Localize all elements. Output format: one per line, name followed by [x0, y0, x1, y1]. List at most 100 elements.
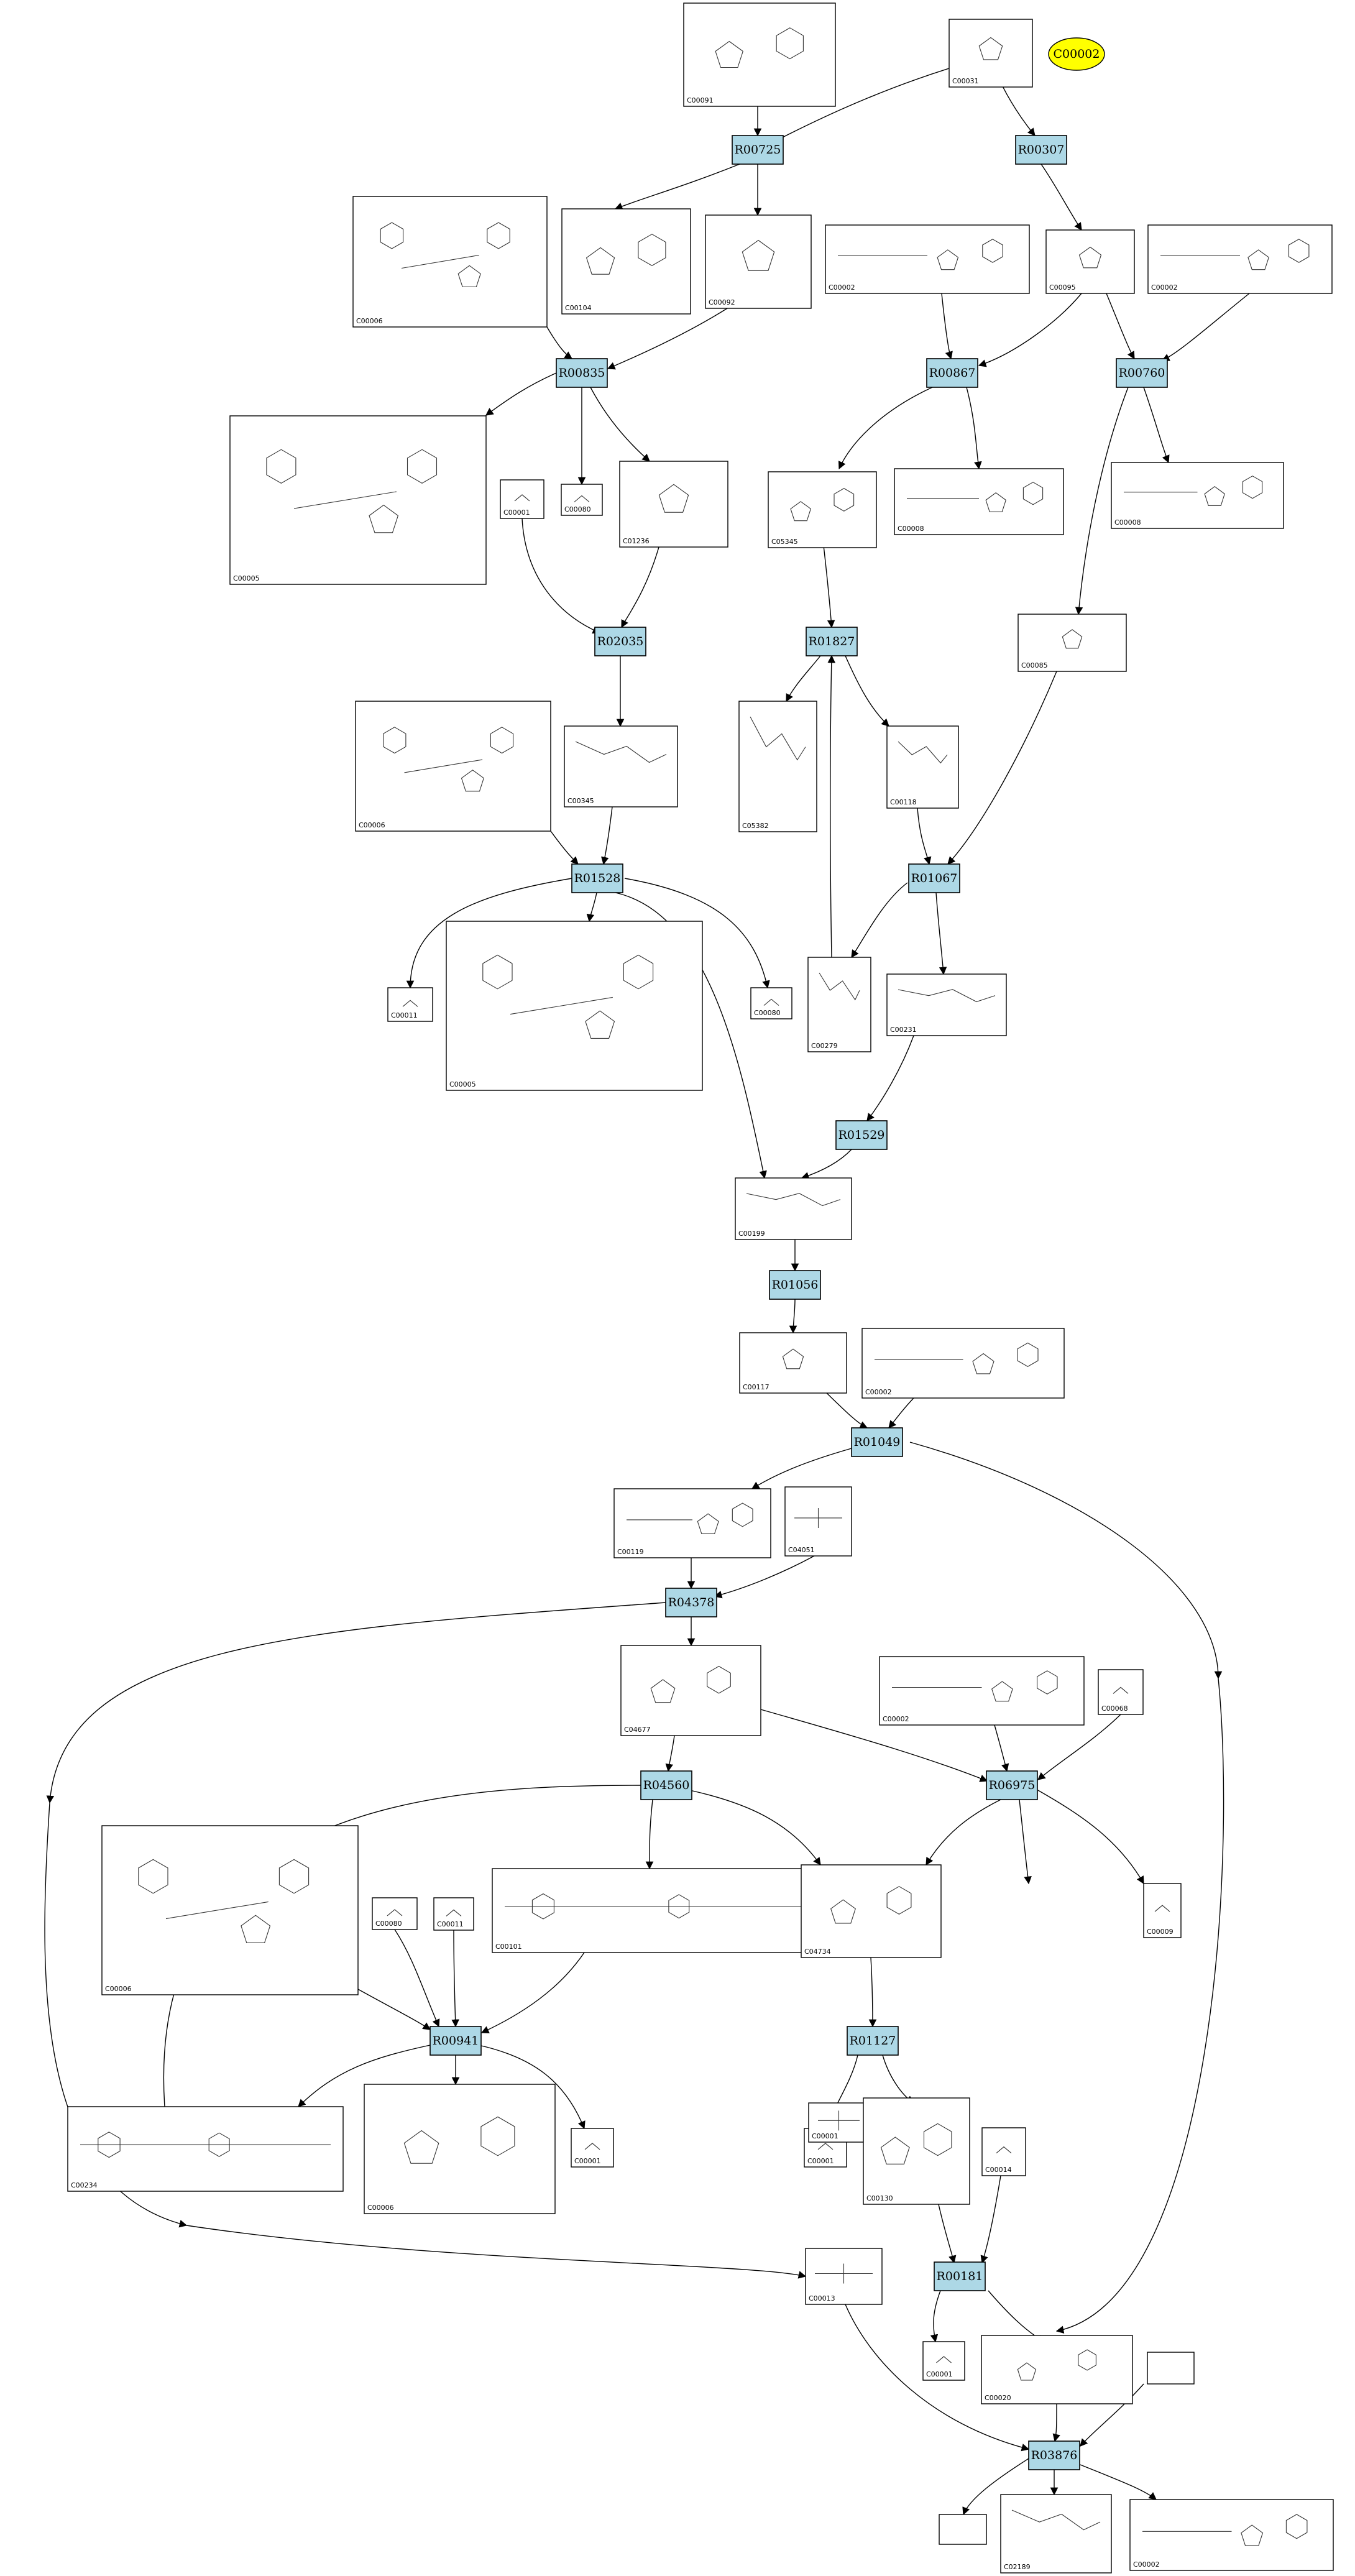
compound-box[interactable]: [705, 214, 812, 309]
compound-node[interactable]: C00009: [1143, 1883, 1182, 1938]
compound-node[interactable]: C00234: [67, 2106, 344, 2192]
reaction-node[interactable]: R01127: [847, 2026, 899, 2056]
compound-node[interactable]: C00117: [739, 1332, 847, 1394]
compound-box[interactable]: [981, 2335, 1133, 2404]
compound-node[interactable]: C00231: [886, 973, 1007, 1036]
compound-node[interactable]: C00020: [981, 2335, 1133, 2404]
reaction-box[interactable]: [429, 2026, 482, 2056]
compound-box[interactable]: [355, 701, 551, 832]
compound-box[interactable]: [571, 2128, 614, 2168]
compound-node[interactable]: C00091: [683, 2, 836, 107]
compound-box[interactable]: [894, 468, 1064, 535]
reaction-node[interactable]: R00181: [934, 2261, 986, 2291]
compound-node[interactable]: C00008: [894, 468, 1064, 535]
compound-box[interactable]: [500, 479, 544, 519]
compound-box[interactable]: [67, 2106, 344, 2192]
highlight-node[interactable]: C00002: [1048, 37, 1105, 71]
compound-node[interactable]: C00118: [886, 725, 959, 809]
compound-box[interactable]: [561, 484, 603, 516]
reaction-box[interactable]: [934, 2261, 986, 2291]
compound-box[interactable]: [886, 973, 1007, 1036]
reaction-box[interactable]: [1015, 135, 1067, 165]
reaction-box[interactable]: [571, 863, 623, 893]
reaction-box[interactable]: [556, 358, 608, 388]
compound-box[interactable]: [807, 957, 871, 1052]
compound-node[interactable]: C00095: [1045, 229, 1135, 294]
compound-node[interactable]: C00279: [807, 957, 871, 1052]
compound-box[interactable]: [433, 1897, 474, 1931]
compound-node[interactable]: C01236: [619, 461, 728, 548]
compound-box[interactable]: [750, 987, 792, 1019]
compound-box[interactable]: [939, 2514, 987, 2545]
reaction-node[interactable]: R01049: [851, 1427, 903, 1457]
reaction-node[interactable]: R04560: [640, 1770, 692, 1800]
compound-box[interactable]: [620, 1645, 761, 1736]
compound-node[interactable]: C00008: [1111, 462, 1284, 529]
compound-node[interactable]: C00002: [1129, 2499, 1334, 2571]
compound-node[interactable]: C00002: [1147, 224, 1333, 294]
compound-box[interactable]: [492, 1868, 832, 1953]
compound-node[interactable]: C00002: [861, 1328, 1065, 1399]
highlight-ellipse[interactable]: [1048, 37, 1105, 71]
reaction-node[interactable]: R00760: [1116, 358, 1168, 388]
compound-node[interactable]: C00013: [805, 2248, 883, 2305]
compound-node[interactable]: C00130: [863, 2097, 970, 2205]
compound-box[interactable]: [879, 1656, 1085, 1726]
reaction-box[interactable]: [769, 1270, 821, 1300]
compound-box[interactable]: [738, 701, 817, 832]
compound-node[interactable]: C00080: [372, 1897, 418, 1930]
compound-box[interactable]: [739, 1332, 847, 1394]
compound-node[interactable]: C00001: [500, 479, 544, 519]
compound-node[interactable]: C05345: [768, 471, 877, 548]
reaction-node[interactable]: R02035: [594, 627, 646, 656]
compound-node[interactable]: C00080: [561, 484, 603, 516]
compound-node[interactable]: C00092: [705, 214, 812, 309]
compound-node[interactable]: C00006: [364, 2084, 556, 2214]
reaction-node[interactable]: R01529: [835, 1120, 888, 1150]
compound-node[interactable]: C00068: [1098, 1669, 1144, 1715]
compound-node[interactable]: C00199: [735, 1177, 852, 1240]
compound-box[interactable]: [1017, 614, 1127, 672]
compound-box[interactable]: [387, 987, 433, 1022]
compound-box[interactable]: [863, 2097, 970, 2205]
compound-box[interactable]: [561, 208, 691, 315]
compound-box[interactable]: [735, 1177, 852, 1240]
compound-node[interactable]: C00001: [922, 2341, 965, 2381]
compound-box[interactable]: [1000, 2494, 1112, 2574]
compound-box[interactable]: [1111, 462, 1284, 529]
compound-node[interactable]: C00006: [355, 701, 551, 832]
compound-node[interactable]: C00031: [948, 19, 1033, 88]
compound-box[interactable]: [1143, 1883, 1182, 1938]
compound-box[interactable]: [825, 224, 1030, 294]
reaction-node[interactable]: R00867: [926, 358, 978, 388]
compound-node[interactable]: C00014: [981, 2127, 1026, 2176]
reaction-box[interactable]: [806, 627, 858, 656]
compound-box[interactable]: [101, 1825, 359, 1995]
reaction-box[interactable]: [640, 1770, 692, 1800]
compound-box[interactable]: [768, 471, 877, 548]
compound-node[interactable]: C00011: [433, 1897, 474, 1931]
reaction-box[interactable]: [665, 1588, 717, 1617]
reaction-box[interactable]: [908, 863, 960, 893]
reaction-box[interactable]: [847, 2026, 899, 2056]
compound-box[interactable]: [861, 1328, 1065, 1399]
compound-box[interactable]: [922, 2341, 965, 2381]
reaction-box[interactable]: [732, 135, 784, 165]
compound-node[interactable]: C00011: [387, 987, 433, 1022]
compound-node[interactable]: C00345: [564, 725, 678, 807]
reaction-node[interactable]: R03876: [1028, 2440, 1080, 2470]
compound-node[interactable]: C00006: [101, 1825, 359, 1995]
compound-node[interactable]: [939, 2514, 987, 2545]
reaction-node[interactable]: R00835: [556, 358, 608, 388]
compound-node[interactable]: C02189: [1000, 2494, 1112, 2574]
reaction-node[interactable]: R01056: [769, 1270, 821, 1300]
reaction-box[interactable]: [986, 1770, 1038, 1800]
compound-node[interactable]: C00101: [492, 1868, 832, 1953]
compound-node[interactable]: C00001: [571, 2128, 614, 2168]
reaction-node[interactable]: R00941: [429, 2026, 482, 2056]
reaction-box[interactable]: [594, 627, 646, 656]
compound-box[interactable]: [352, 196, 548, 328]
reaction-node[interactable]: R04378: [665, 1588, 717, 1617]
compound-box[interactable]: [564, 725, 678, 807]
compound-box[interactable]: [683, 2, 836, 107]
